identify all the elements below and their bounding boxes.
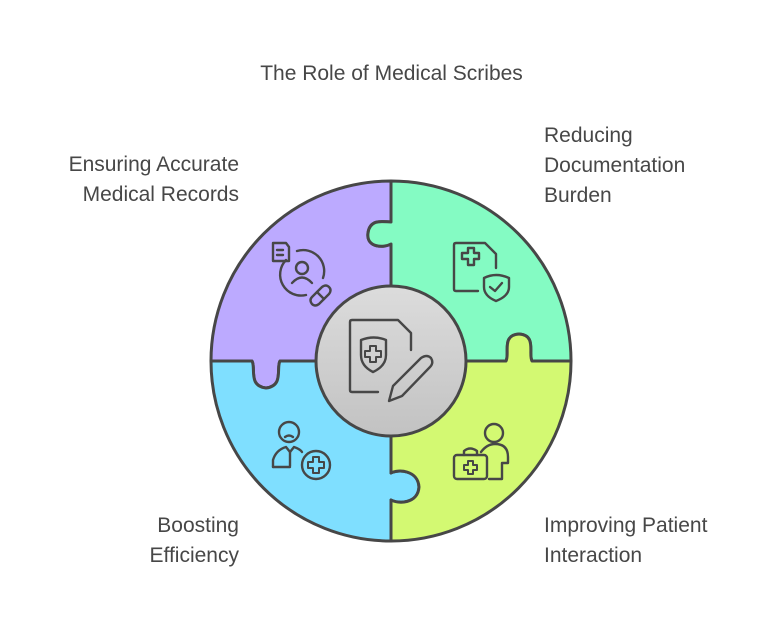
label-line: Burden bbox=[544, 184, 612, 207]
person-medical-plus-icon bbox=[271, 420, 332, 481]
medical-document-shield-icon bbox=[452, 241, 511, 303]
label-line: Interaction bbox=[544, 544, 643, 567]
label-reducing-documentation-burden: Reducing Documentation Burden bbox=[544, 121, 685, 211]
doctor-medkit-icon bbox=[452, 422, 510, 481]
label-improving-patient-interaction: Improving Patient Interaction bbox=[544, 511, 707, 571]
center-disc bbox=[314, 284, 468, 438]
label-line: Improving Patient bbox=[544, 514, 708, 537]
medical-document-edit-icon bbox=[348, 318, 434, 403]
label-boosting-efficiency: Boosting Efficiency bbox=[150, 511, 240, 571]
page-title: The Role of Medical Scribes bbox=[260, 62, 523, 85]
label-line: Documentation bbox=[544, 154, 686, 177]
label-line: Medical Records bbox=[82, 183, 239, 206]
label-line: Reducing bbox=[544, 124, 633, 147]
label-line: Efficiency bbox=[149, 544, 240, 567]
label-line: Boosting bbox=[157, 514, 239, 537]
label-ensuring-accurate-records: Ensuring Accurate Medical Records bbox=[69, 150, 239, 210]
label-line: Ensuring Accurate bbox=[68, 153, 239, 176]
patient-record-pill-icon bbox=[271, 241, 332, 307]
